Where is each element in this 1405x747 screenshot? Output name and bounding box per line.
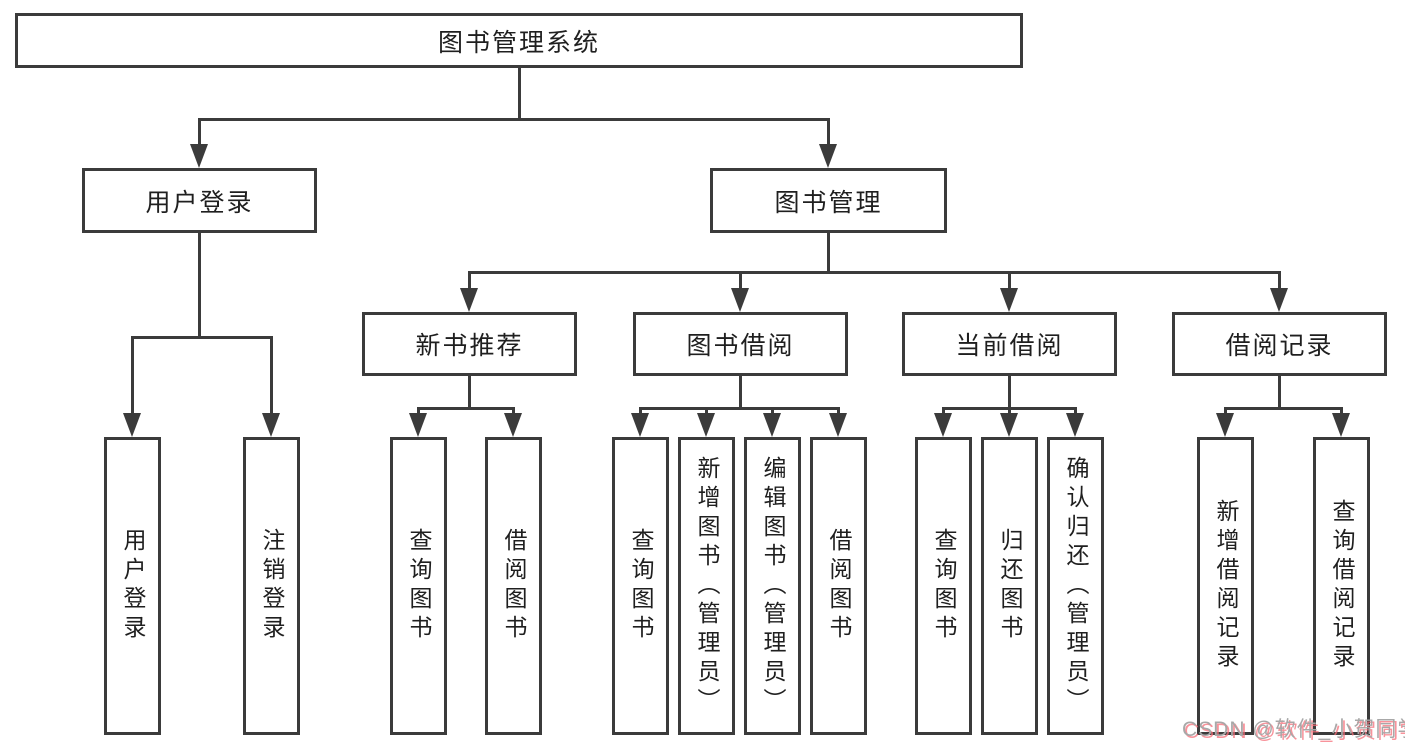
node-user-login: 用户登录 xyxy=(82,168,317,233)
node-book-borrow: 图书借阅 xyxy=(633,312,848,376)
leaf-current-query-book: 查询图书 xyxy=(915,437,972,735)
arrow-down-icon xyxy=(763,413,781,437)
csdn-watermark: CSDN @软件_小贺同学 xyxy=(1182,718,1405,741)
connector-user-login-trunk xyxy=(198,233,201,336)
leaf-recommend-borrow-book: 借阅图书 xyxy=(485,437,542,735)
connector-stem xyxy=(942,407,945,417)
arrow-down-icon xyxy=(504,413,522,437)
arrow-down-icon xyxy=(460,288,478,312)
leaf-query-borrow-record: 查询借阅记录 xyxy=(1313,437,1370,735)
arrow-down-icon xyxy=(1066,413,1084,437)
connector-user-login-bar xyxy=(131,336,273,339)
node-library-system: 图书管理系统 xyxy=(15,13,1023,68)
arrow-down-icon xyxy=(829,413,847,437)
leaf-add-borrow-record: 新增借阅记录 xyxy=(1197,437,1254,735)
leaf-user-login: 用户登录 xyxy=(104,437,161,735)
connector-stem xyxy=(131,336,134,413)
arrow-down-icon xyxy=(1270,288,1288,312)
connector-stem xyxy=(639,407,642,417)
arrow-down-icon xyxy=(731,288,749,312)
leaf-borrow-book: 借阅图书 xyxy=(810,437,867,735)
arrow-down-icon xyxy=(631,413,649,437)
arrow-down-icon xyxy=(409,413,427,437)
connector-stem xyxy=(1340,407,1343,417)
node-book-management: 图书管理 xyxy=(710,168,947,233)
connector-stem xyxy=(468,271,471,288)
leaf-confirm-return-admin: 确认归还（管理员） xyxy=(1047,437,1104,735)
arrow-down-icon xyxy=(1332,413,1350,437)
leaf-borrow-query-book: 查询图书 xyxy=(612,437,669,735)
connector-borrow-trunk xyxy=(739,376,742,407)
connector-stem xyxy=(1008,407,1011,417)
connector-recommend-bar xyxy=(417,407,515,410)
connector-stem xyxy=(705,407,708,417)
connector-stem xyxy=(1008,271,1011,288)
connector-root-trunk xyxy=(518,68,521,118)
node-current-borrow: 当前借阅 xyxy=(902,312,1117,376)
connector-stem xyxy=(512,407,515,417)
arrow-down-icon xyxy=(1000,288,1018,312)
connector-current-trunk xyxy=(1008,376,1011,407)
connector-stem xyxy=(827,118,830,144)
leaf-edit-book-admin: 编辑图书（管理员） xyxy=(744,437,801,735)
connector-stem xyxy=(1074,407,1077,417)
arrow-down-icon xyxy=(1000,413,1018,437)
connector-book-mgmt-trunk xyxy=(827,233,830,271)
node-borrow-records: 借阅记录 xyxy=(1172,312,1387,376)
node-new-book-recommend: 新书推荐 xyxy=(362,312,577,376)
leaf-logout: 注销登录 xyxy=(243,437,300,735)
arrow-down-icon xyxy=(697,413,715,437)
connector-stem xyxy=(1224,407,1227,417)
connector-stem xyxy=(1278,271,1281,288)
connector-stem xyxy=(771,407,774,417)
connector-recommend-trunk xyxy=(468,376,471,407)
connector-stem xyxy=(270,336,273,413)
arrow-down-icon xyxy=(190,144,208,168)
connector-level2-bar xyxy=(198,118,830,121)
arrow-down-icon xyxy=(262,413,280,437)
connector-records-bar xyxy=(1224,407,1343,410)
connector-stem xyxy=(739,271,742,288)
connector-records-trunk xyxy=(1278,376,1281,407)
connector-stem xyxy=(198,118,201,144)
arrow-down-icon xyxy=(934,413,952,437)
connector-stem xyxy=(417,407,420,417)
connector-borrow-bar xyxy=(639,407,840,410)
arrow-down-icon xyxy=(819,144,837,168)
leaf-recommend-query-book: 查询图书 xyxy=(390,437,447,735)
arrow-down-icon xyxy=(123,413,141,437)
arrow-down-icon xyxy=(1216,413,1234,437)
connector-level3-bar xyxy=(468,271,1281,274)
leaf-add-book-admin: 新增图书（管理员） xyxy=(678,437,735,735)
leaf-return-book: 归还图书 xyxy=(981,437,1038,735)
connector-stem xyxy=(837,407,840,417)
